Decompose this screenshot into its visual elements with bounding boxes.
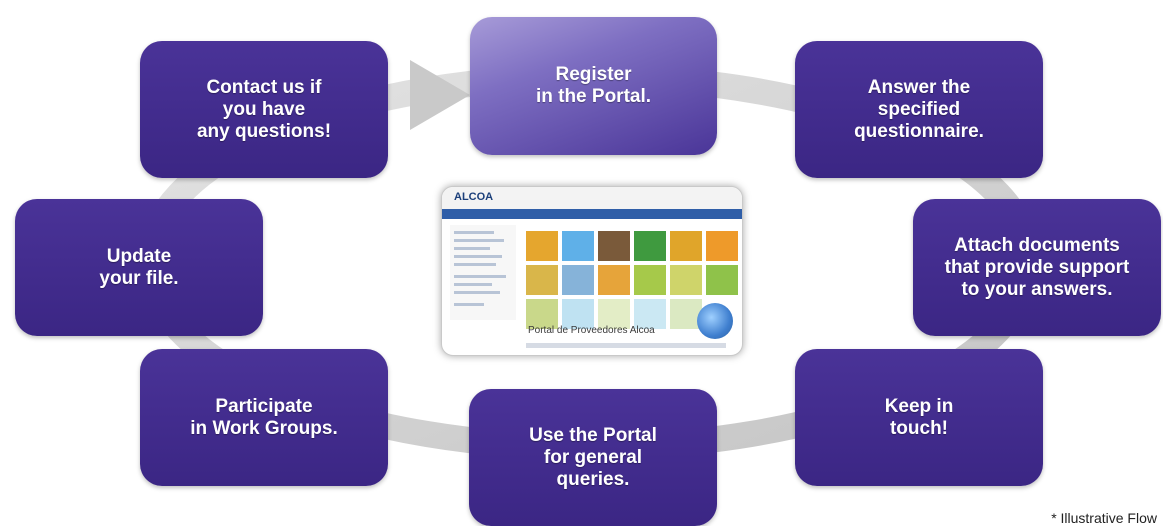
step-attach-label: Attach documents that provide support to…	[944, 234, 1130, 300]
portal-caption: Portal de Proveedores Alcoa	[528, 325, 655, 336]
portal-sidebar	[450, 225, 516, 320]
step-register: Register in the Portal.	[470, 17, 717, 155]
portal-tile	[598, 231, 630, 261]
step-update: Update your file.	[15, 199, 263, 336]
portal-screenshot: ALCOA Portal de Proveedores Alcoa	[441, 186, 743, 356]
step-register-label: Register in the Portal.	[535, 64, 652, 107]
portal-tile	[634, 231, 666, 261]
step-keep-label: Keep in touch!	[884, 395, 954, 439]
step-contact-label: Contact us if you have any questions!	[196, 76, 332, 142]
step-use: Use the Portal for general queries.	[469, 389, 717, 526]
portal-tile	[634, 299, 666, 329]
portal-footer-bar	[526, 343, 726, 348]
portal-tile	[562, 299, 594, 329]
portal-tile	[670, 299, 702, 329]
portal-header: ALCOA	[442, 187, 742, 209]
step-update-label: Update your file.	[99, 245, 179, 289]
portal-tile	[706, 265, 738, 295]
step-participate-label: Participate in Work Groups.	[190, 395, 338, 439]
portal-tile	[670, 231, 702, 261]
portal-tile	[670, 265, 702, 295]
portal-tile	[706, 231, 738, 261]
footnote: * Illustrative Flow	[1051, 510, 1157, 526]
portal-tile	[598, 299, 630, 329]
portal-logo: ALCOA	[454, 191, 494, 203]
portal-tile	[526, 265, 558, 295]
portal-tile	[562, 231, 594, 261]
step-keep: Keep in touch!	[795, 349, 1043, 486]
step-participate: Participate in Work Groups.	[140, 349, 388, 486]
step-use-label: Use the Portal for general queries.	[529, 424, 657, 490]
portal-nav-bar	[442, 209, 742, 219]
portal-tile	[526, 299, 558, 329]
portal-tile	[562, 265, 594, 295]
portal-tile	[526, 231, 558, 261]
step-contact: Contact us if you have any questions!	[140, 41, 388, 178]
portal-tile	[598, 265, 630, 295]
portal-tile	[634, 265, 666, 295]
globe-icon	[697, 303, 733, 339]
step-attach: Attach documents that provide support to…	[913, 199, 1161, 336]
arrow-head	[410, 60, 470, 130]
step-answer: Answer the specified questionnaire.	[795, 41, 1043, 178]
step-answer-label: Answer the specified questionnaire.	[854, 76, 984, 142]
